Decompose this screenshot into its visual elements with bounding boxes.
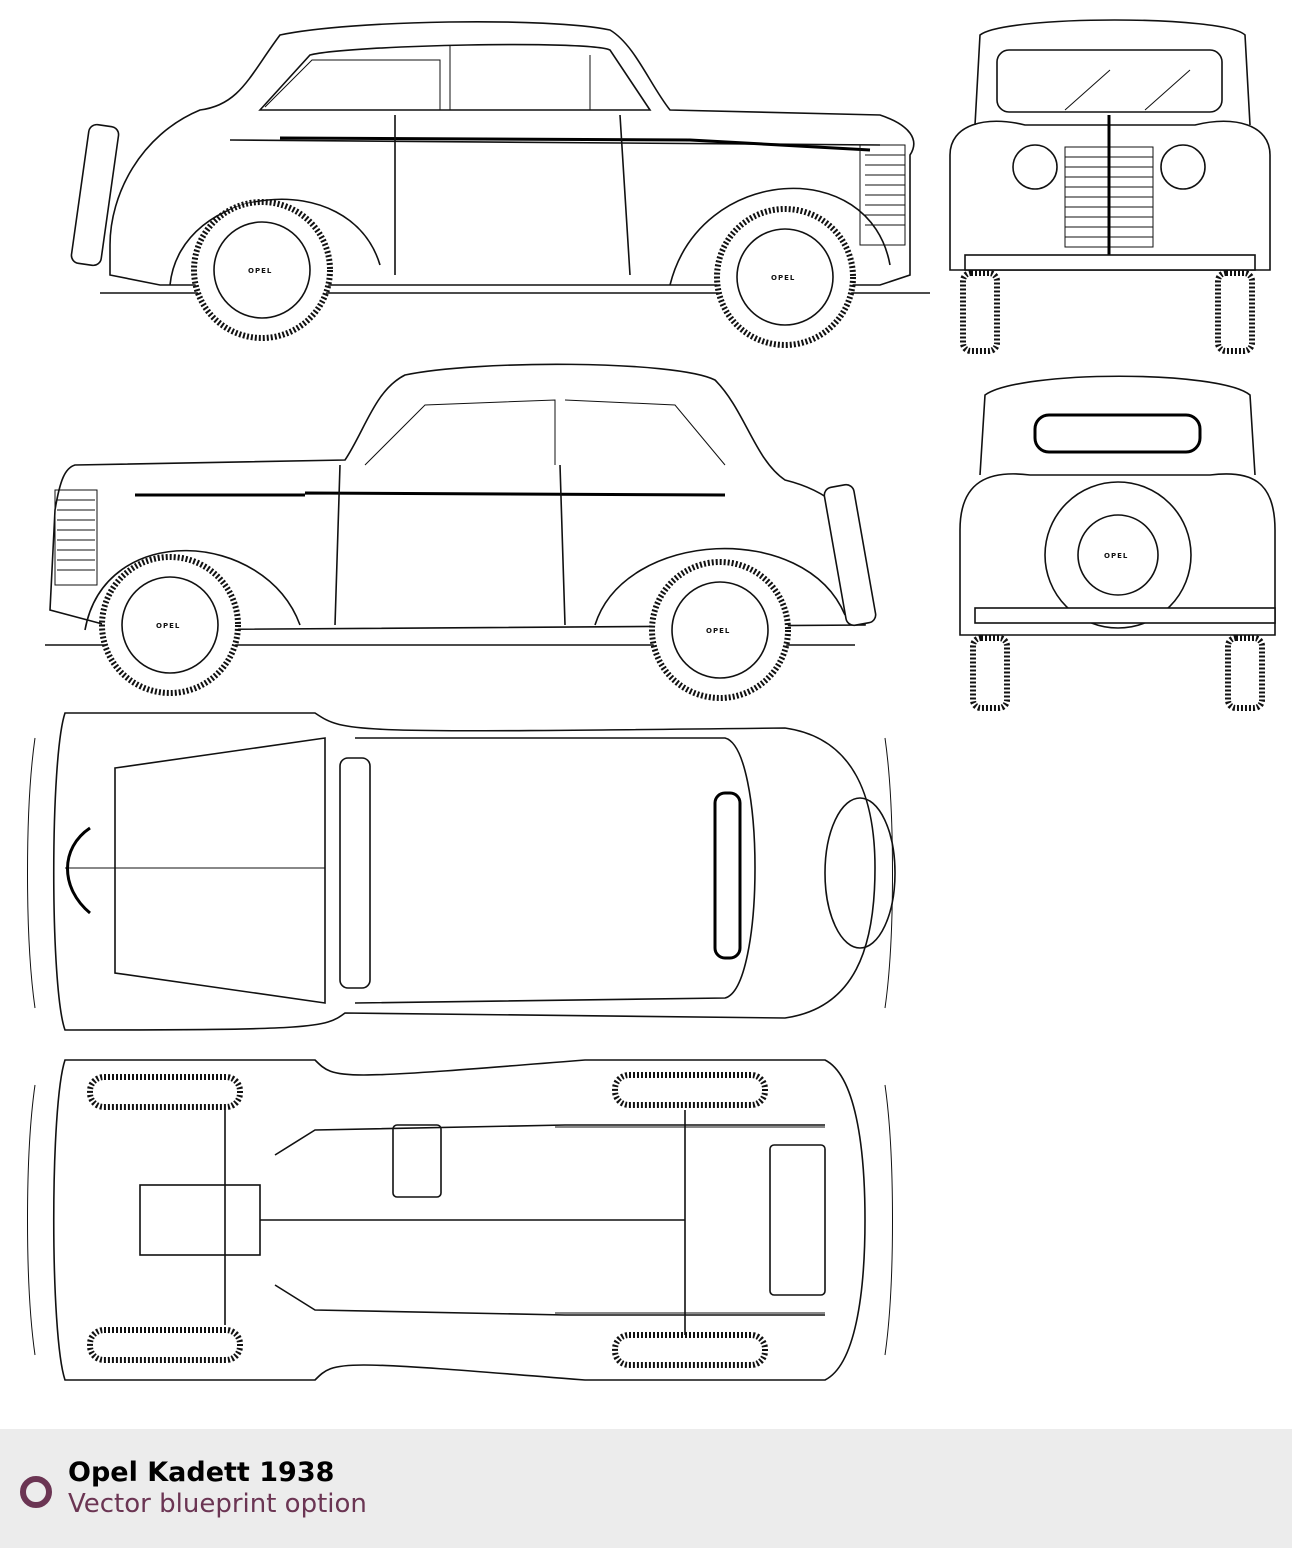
car-front-drawing	[949, 19, 1271, 354]
hub-logo: OPEL	[771, 274, 795, 282]
blueprint-title: Opel Kadett 1938	[68, 1457, 335, 1488]
hub-logo: OPEL	[1104, 552, 1128, 560]
bottom-view	[25, 1055, 905, 1394]
car-side-drawing: OPEL OPEL	[70, 20, 930, 348]
top-view	[25, 708, 905, 1042]
car-top-drawing	[27, 712, 896, 1031]
side-view-left-facing: OPEL OPEL	[25, 360, 915, 709]
rear-view: OPEL	[950, 370, 1285, 719]
car-side-drawing: OPEL OPEL	[45, 363, 877, 701]
hub-logo: OPEL	[156, 622, 180, 630]
car-underside-drawing	[27, 1059, 893, 1381]
blueprint-subtitle-link[interactable]: Vector blueprint option	[68, 1489, 367, 1519]
side-view-right-facing: OPEL OPEL	[50, 15, 940, 359]
caption-footer: Opel Kadett 1938 Vector blueprint option	[0, 1429, 1292, 1548]
circle-bullet-icon	[20, 1476, 52, 1508]
hub-logo: OPEL	[706, 627, 730, 635]
front-view	[945, 15, 1280, 364]
hub-logo: OPEL	[248, 267, 272, 275]
car-rear-drawing: OPEL	[959, 375, 1276, 711]
